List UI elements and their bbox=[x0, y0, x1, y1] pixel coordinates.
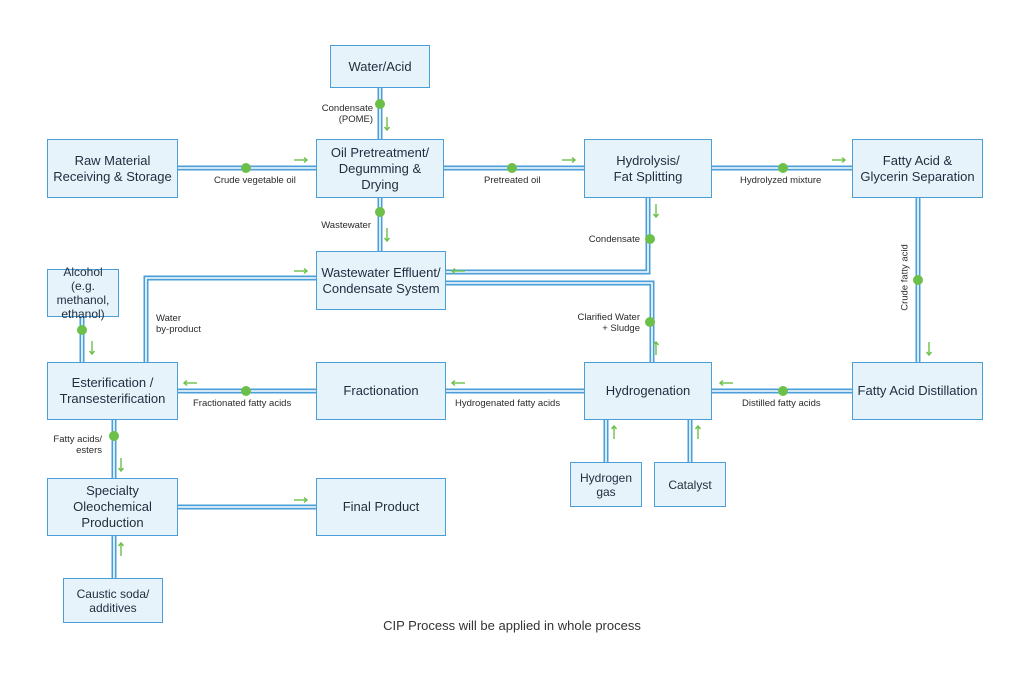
box-esterification: Esterification / Transesterification bbox=[47, 362, 178, 420]
label-distilled-fatty-acids: Distilled fatty acids bbox=[742, 398, 821, 409]
box-hydrolysis: Hydrolysis/ Fat Splitting bbox=[584, 139, 712, 198]
arrow-down-5 bbox=[88, 341, 96, 356]
node-hydrolyzed-mixture bbox=[778, 163, 788, 173]
box-specialty: Specialty Oleochemical Production bbox=[47, 478, 178, 536]
box-wastewater: Wastewater Effluent/ Condensate System bbox=[316, 251, 446, 310]
node-clarified-water bbox=[645, 317, 655, 327]
box-hydrogenation: Hydrogenation bbox=[584, 362, 712, 420]
box-alcohol: Alcohol (e.g. methanol, ethanol) bbox=[47, 265, 119, 321]
arrow-down-4 bbox=[925, 342, 933, 357]
arrow-right-1 bbox=[294, 156, 309, 164]
label-fatty-acids-esters: Fatty acids/ esters bbox=[53, 434, 102, 456]
node-alcohol bbox=[77, 325, 87, 335]
label-condensate: Condensate bbox=[588, 234, 640, 245]
label-wastewater: Wastewater bbox=[321, 220, 371, 231]
node-fatty-acids-esters bbox=[109, 431, 119, 441]
node-fractionated-fatty-acids bbox=[241, 386, 251, 396]
node-crude-vegetable-oil bbox=[241, 163, 251, 173]
arrow-right-5 bbox=[294, 496, 309, 504]
arrow-left-3 bbox=[450, 379, 465, 387]
arrow-down-2 bbox=[383, 228, 391, 243]
arrow-right-2 bbox=[562, 156, 577, 164]
arrow-up-2 bbox=[610, 424, 618, 439]
arrow-down-6 bbox=[117, 458, 125, 473]
label-hydrogenated-fatty-acids: Hydrogenated fatty acids bbox=[455, 398, 561, 409]
node-condensate bbox=[645, 234, 655, 244]
arrow-left-1 bbox=[450, 267, 465, 275]
arrow-right-3 bbox=[832, 156, 847, 164]
node-pretreated-oil bbox=[507, 163, 517, 173]
label-clarified-water: Clarified Water + Sludge bbox=[577, 312, 640, 334]
label-crude-vegetable-oil: Crude vegetable oil bbox=[214, 175, 296, 186]
label-condensate-pome: Condensate (POME) bbox=[321, 103, 373, 125]
arrow-down-3 bbox=[652, 204, 660, 219]
box-catalyst: Catalyst bbox=[654, 462, 726, 507]
arrow-down-1 bbox=[383, 117, 391, 132]
node-condensate-pome bbox=[375, 99, 385, 109]
arrow-right-4 bbox=[294, 267, 309, 275]
label-fractionated-fatty-acids: Fractionated fatty acids bbox=[193, 398, 292, 409]
node-wastewater bbox=[375, 207, 385, 217]
box-fractionation: Fractionation bbox=[316, 362, 446, 420]
label-pretreated-oil: Pretreated oil bbox=[484, 175, 541, 186]
node-distilled-fatty-acids bbox=[778, 386, 788, 396]
box-raw-material: Raw Material Receiving & Storage bbox=[47, 139, 178, 198]
arrow-up-4 bbox=[117, 541, 125, 556]
box-caustic-soda: Caustic soda/ additives bbox=[63, 578, 163, 623]
box-water-acid: Water/Acid bbox=[330, 45, 430, 88]
footer-note: CIP Process will be applied in whole pro… bbox=[383, 618, 641, 633]
box-hydrogen-gas: Hydrogen gas bbox=[570, 462, 642, 507]
label-water-byproduct: Water by-product bbox=[156, 313, 201, 335]
arrow-left-4 bbox=[718, 379, 733, 387]
box-final-product: Final Product bbox=[316, 478, 446, 536]
box-oil-pretreatment: Oil Pretreatment/ Degumming & Drying bbox=[316, 139, 444, 198]
box-fatty-acid-glycerin: Fatty Acid & Glycerin Separation bbox=[852, 139, 983, 198]
arrow-up-3 bbox=[694, 424, 702, 439]
arrow-left-2 bbox=[182, 379, 197, 387]
node-crude-fatty-acid bbox=[913, 275, 923, 285]
label-hydrolyzed-mixture: Hydrolyzed mixture bbox=[740, 175, 822, 186]
box-fatty-acid-distillation: Fatty Acid Distillation bbox=[852, 362, 983, 420]
arrow-up-1 bbox=[652, 340, 660, 355]
label-crude-fatty-acid: Crude fatty acid bbox=[899, 244, 911, 311]
